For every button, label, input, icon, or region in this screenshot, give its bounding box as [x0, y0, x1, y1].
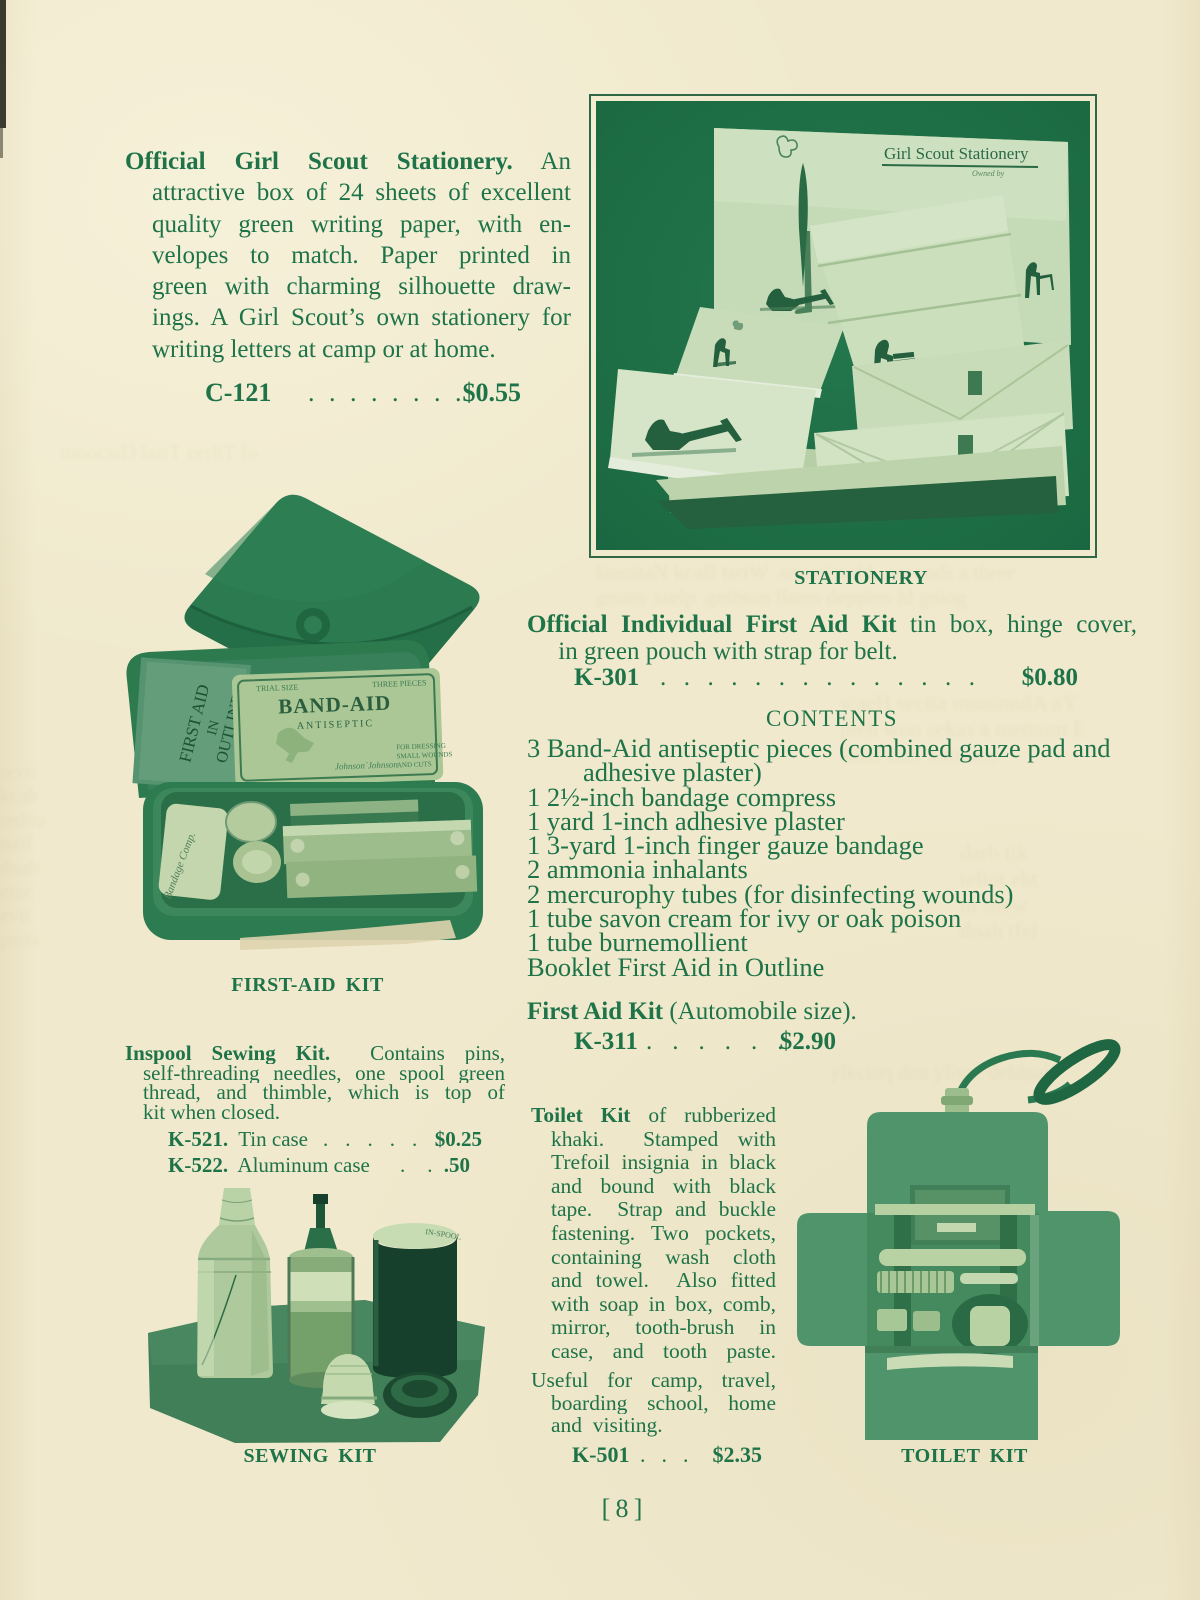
svg-text:Owned by: Owned by	[972, 169, 1005, 178]
svg-text:THREE PIECES: THREE PIECES	[372, 678, 427, 689]
svg-text:Girl Scout Stationery: Girl Scout Stationery	[884, 144, 1029, 163]
svg-text:BAND-AID: BAND-AID	[278, 691, 392, 719]
svg-text:SMALL WOUNDS: SMALL WOUNDS	[396, 750, 452, 760]
svg-text:IN: IN	[205, 719, 223, 737]
svg-text:Johnson´Johnson: Johnson´Johnson	[335, 759, 399, 771]
svg-text:ANTISEPTIC: ANTISEPTIC	[297, 718, 375, 732]
svg-text:TRIAL SIZE: TRIAL SIZE	[256, 683, 299, 693]
svg-text:FOR DRESSING: FOR DRESSING	[396, 742, 446, 752]
svg-text:AND CUTS: AND CUTS	[397, 760, 432, 769]
